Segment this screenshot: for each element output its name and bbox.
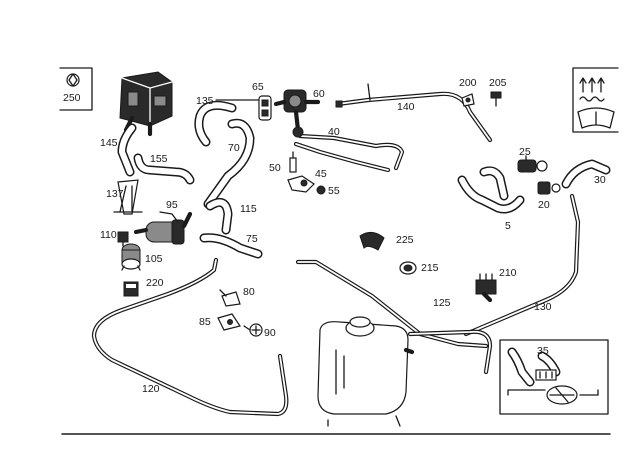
callout-120: 120 bbox=[142, 383, 160, 395]
callout-137: 137 bbox=[106, 188, 124, 200]
part-205-bolt bbox=[490, 91, 502, 107]
callout-130: 130 bbox=[534, 301, 552, 313]
callout-85: 85 bbox=[199, 316, 211, 328]
part-45-bracket bbox=[287, 175, 315, 193]
callout-90: 90 bbox=[264, 327, 276, 339]
callout-95: 95 bbox=[166, 199, 178, 211]
callout-35: 35 bbox=[537, 345, 549, 357]
callout-135: 135 bbox=[196, 95, 214, 107]
callout-20: 20 bbox=[538, 199, 550, 211]
callout-155: 155 bbox=[150, 153, 168, 165]
callout-250: 250 bbox=[63, 92, 81, 104]
part-140-pipe bbox=[335, 83, 493, 143]
part-110-valve bbox=[117, 231, 129, 247]
callout-40: 40 bbox=[328, 126, 340, 138]
callout-145: 145 bbox=[100, 137, 118, 149]
part-30-hose bbox=[561, 159, 611, 189]
callout-210: 210 bbox=[499, 267, 517, 279]
callout-30: 30 bbox=[594, 174, 606, 186]
part-50-sensor bbox=[289, 151, 297, 173]
callout-115: 115 bbox=[240, 203, 257, 215]
part-200-clip bbox=[461, 93, 475, 107]
callout-110: 110 bbox=[100, 229, 117, 241]
part-heater-block bbox=[119, 71, 173, 137]
reference-box-fan: 35 bbox=[499, 339, 609, 415]
fan-motor-icon bbox=[507, 385, 599, 405]
part-70-hose bbox=[203, 118, 255, 209]
part-95-pump bbox=[133, 211, 193, 245]
callout-50: 50 bbox=[269, 162, 281, 174]
part-130-pipe bbox=[463, 193, 581, 337]
part-225-clamp bbox=[359, 232, 385, 251]
defrost-windshield-icon bbox=[577, 77, 615, 129]
part-215-clamp bbox=[399, 261, 417, 275]
part-65-bracket bbox=[258, 95, 272, 121]
callout-70: 70 bbox=[228, 142, 240, 154]
callout-140: 140 bbox=[397, 101, 415, 113]
callout-200: 200 bbox=[459, 77, 477, 89]
reference-box-defrost bbox=[572, 67, 619, 133]
callout-45: 45 bbox=[315, 168, 327, 180]
part-20-valve bbox=[537, 181, 561, 195]
screw-icon bbox=[66, 73, 80, 87]
callout-225: 225 bbox=[396, 234, 414, 246]
part-115-hose bbox=[205, 197, 233, 235]
part-5-hose bbox=[457, 166, 525, 214]
part-35-elbow bbox=[507, 347, 561, 387]
callout-80: 80 bbox=[243, 286, 255, 298]
callout-60: 60 bbox=[313, 88, 325, 100]
callout-205: 205 bbox=[489, 77, 507, 89]
callout-215: 215 bbox=[421, 262, 439, 274]
part-80-clip bbox=[219, 289, 241, 307]
callout-25: 25 bbox=[519, 146, 531, 158]
part-155-hose bbox=[133, 153, 195, 185]
part-120-pipe bbox=[91, 257, 289, 417]
part-55-nut bbox=[316, 185, 326, 195]
part-220-connector bbox=[123, 281, 139, 297]
part-60-valve bbox=[273, 89, 321, 133]
reference-box-250: 250 bbox=[59, 67, 93, 111]
part-85-bracket bbox=[217, 313, 241, 331]
part-25-sensor bbox=[517, 155, 548, 173]
part-75-hose bbox=[199, 233, 263, 259]
callout-65: 65 bbox=[252, 81, 264, 93]
part-210-connector bbox=[475, 273, 497, 303]
callout-220: 220 bbox=[146, 277, 164, 289]
callout-5: 5 bbox=[505, 220, 511, 232]
part-90-bolt bbox=[243, 323, 263, 337]
callout-125: 125 bbox=[433, 297, 451, 309]
callout-75: 75 bbox=[246, 233, 258, 245]
part-105-pump bbox=[121, 243, 141, 271]
callout-55: 55 bbox=[328, 185, 340, 197]
part-137-bracket bbox=[113, 179, 143, 215]
part-expansion-tank bbox=[317, 316, 415, 427]
part-40-pipes bbox=[292, 126, 405, 173]
callout-105: 105 bbox=[145, 253, 163, 265]
part-145-hose bbox=[117, 123, 137, 177]
part-135-hose bbox=[194, 100, 237, 147]
part-125-pipe bbox=[295, 259, 493, 375]
